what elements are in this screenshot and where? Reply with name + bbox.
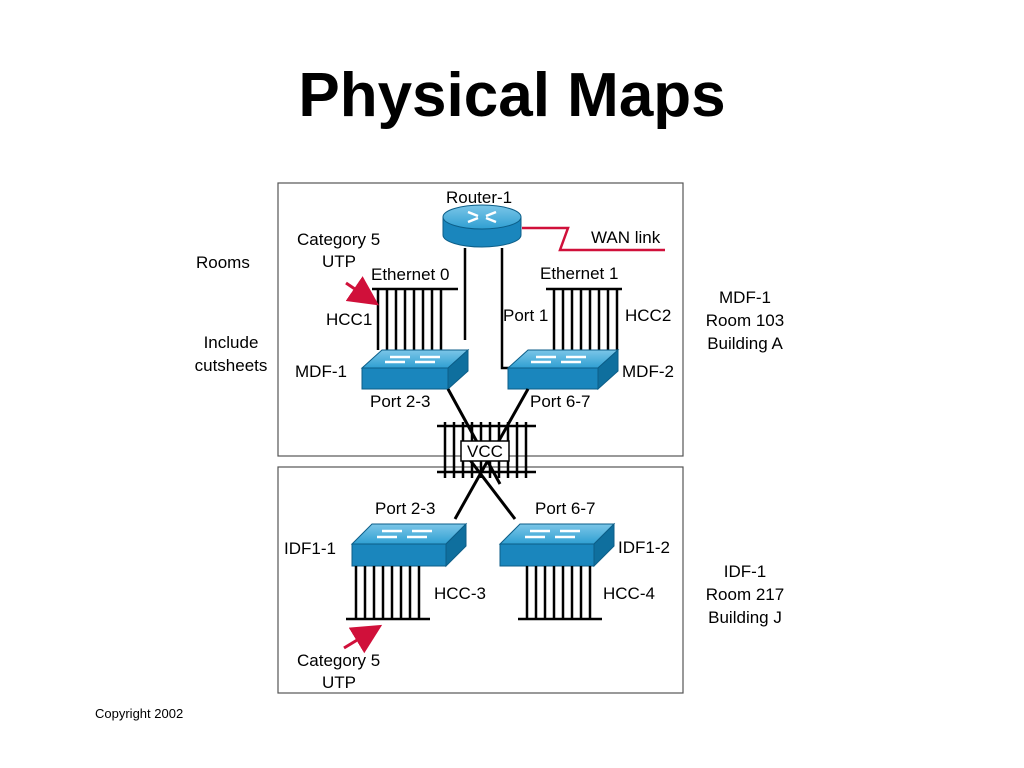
hcc2-label: HCC2: [625, 306, 671, 325]
mdf1-port-label: Port 2-3: [370, 392, 430, 411]
hcc4-patch-panel: [518, 566, 602, 621]
wan-link-label: WAN link: [591, 228, 661, 247]
idf1-switch-icon: [350, 522, 468, 568]
idf2-switch-icon: [498, 522, 616, 568]
vcc-label: VCC: [467, 442, 503, 461]
mdf2-label: MDF-2: [622, 362, 674, 381]
hcc4-label: HCC-4: [603, 584, 655, 603]
cat5-bottom-arrow-icon: [343, 624, 383, 654]
cat5-bottom-label-line2: UTP: [322, 673, 356, 692]
port1-label: Port 1: [503, 306, 548, 325]
hcc1-patch-panel: [372, 287, 458, 350]
copyright-notice: Copyright 2002: [95, 706, 184, 721]
include-cutsheets-label: Include cutsheets: [194, 333, 268, 375]
cat5-top-arrow-icon: [345, 276, 379, 306]
idf1-port-label: Port 2-3: [375, 499, 435, 518]
cat5-top-label-line1: Category 5: [297, 230, 380, 249]
idf1-label: IDF1-1: [284, 539, 336, 558]
idf2-label: IDF1-2: [618, 538, 670, 557]
cat5-top-label-line2: UTP: [322, 252, 356, 271]
ethernet0-label: Ethernet 0: [371, 265, 449, 284]
vcc-label-box: [460, 440, 510, 462]
hcc3-label: HCC-3: [434, 584, 486, 603]
page-title: Physical Maps: [298, 61, 726, 130]
idf-location-label: IDF-1 Room 217 Building J: [705, 562, 785, 627]
mdf1-switch-icon: [360, 348, 470, 391]
mdf2-port-label: Port 6-7: [530, 392, 590, 411]
cat5-bottom-label-line1: Category 5: [297, 651, 380, 670]
router-label: Router-1: [446, 188, 512, 207]
idf2-port-label: Port 6-7: [535, 499, 595, 518]
mdf2-switch-icon: [506, 348, 620, 391]
ethernet1-label: Ethernet 1: [540, 264, 618, 283]
router-icon: [442, 204, 522, 248]
mdf1-label: MDF-1: [295, 362, 347, 381]
hcc3-patch-panel: [346, 566, 430, 621]
wan-link-line: [522, 226, 665, 252]
rooms-label: Rooms: [196, 253, 250, 272]
mdf-location-label: MDF-1 Room 103 Building A: [705, 288, 785, 353]
hcc1-label: HCC1: [326, 310, 372, 329]
hcc2-patch-panel: [546, 287, 622, 350]
